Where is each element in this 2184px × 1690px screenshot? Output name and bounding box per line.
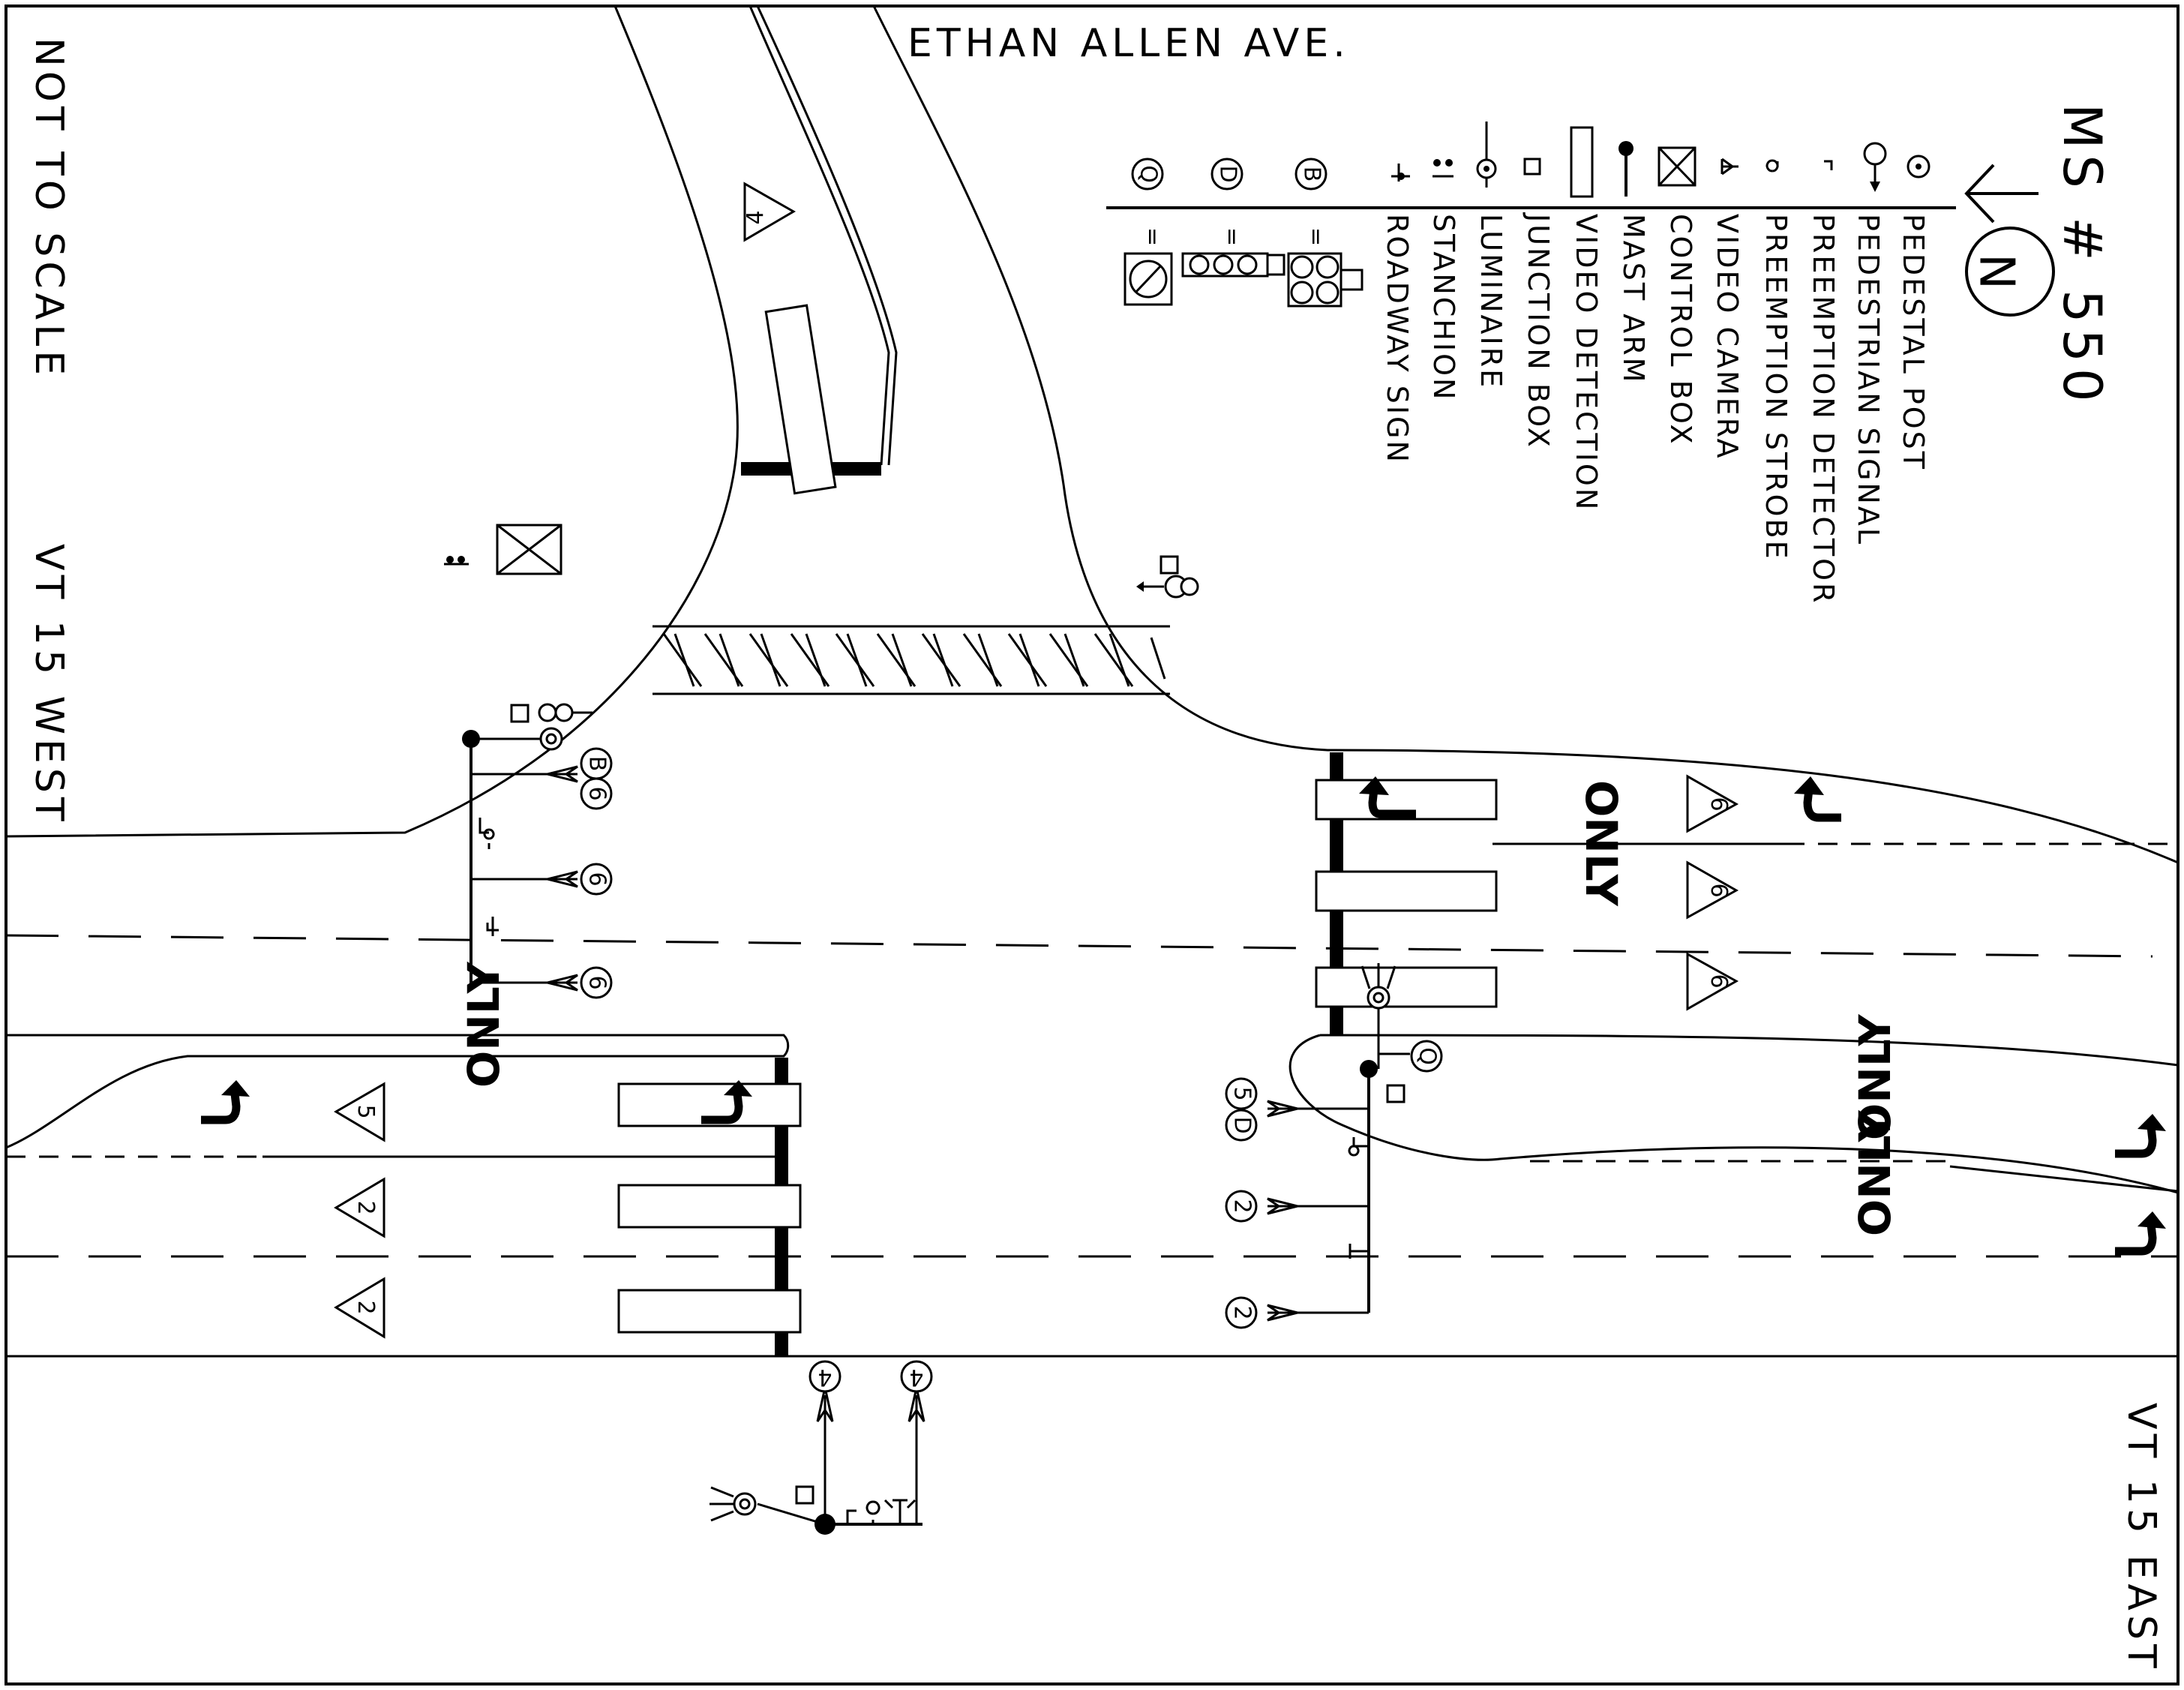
- triangle-label-2a: 2: [352, 1200, 379, 1214]
- triangle-label-5: 5: [352, 1104, 379, 1118]
- street-name-label: ETHAN ALLEN AVE.: [908, 21, 1350, 66]
- phase-4-label-b: 4: [909, 1364, 923, 1391]
- phase-triangles: 4 6 6 6 5 2 2: [334, 182, 1739, 1339]
- legend-equals-q: =: [1139, 227, 1166, 246]
- phase-6-label-c: 6: [584, 975, 610, 989]
- vt15-west-label: VT 15 WEST: [26, 544, 71, 826]
- pavement-only-markings: ONLY ONLY ONLY ONLY: [458, 780, 1900, 1236]
- nw-mast-arm: 6 6 6 B: [462, 703, 613, 999]
- triangle-label-6c: 6: [1706, 974, 1732, 988]
- signal-type-q-label: Q: [1414, 1047, 1441, 1065]
- control-box-nw: [444, 524, 562, 575]
- legend-signal-d: D: [1215, 165, 1241, 182]
- legend-label-pedestrian-signal: PEDESTRIAN SIGNAL: [1852, 214, 1885, 546]
- triangle-label-2b: 2: [352, 1300, 379, 1314]
- signal-type-d-label: D: [1229, 1116, 1256, 1133]
- only-marking-east-1: ONLY: [1850, 1013, 1900, 1140]
- legend-label-video-camera: VIDEO CAMERA: [1711, 214, 1744, 461]
- phase-6-label-b: 6: [584, 872, 610, 886]
- phase-6-label-a: 6: [584, 786, 610, 800]
- drawing-border: [4, 5, 2180, 1685]
- phase-5-label: 5: [1229, 1086, 1256, 1100]
- ms-number-label: MS # 550: [2051, 104, 2113, 408]
- legend-label-stanchion: STANCHION: [1427, 214, 1460, 401]
- legend: B D Q = = =: [1106, 122, 1956, 308]
- lane-lines: [5, 842, 2179, 1258]
- triangle-label-4: 4: [742, 210, 769, 224]
- legend-signal-q: Q: [1136, 165, 1162, 183]
- legend-equals-b: =: [1303, 227, 1329, 246]
- legend-label-roadway-sign: ROADWAY SIGN: [1381, 214, 1414, 464]
- not-to-scale-label: NOT TO SCALE: [26, 38, 71, 380]
- video-detection-zones: [617, 304, 1498, 1334]
- vt15-east-label: VT 15 EAST: [2119, 1403, 2164, 1673]
- legend-labels: PEDESTAL POST PEDESTRIAN SIGNAL PREEMPTI…: [1381, 212, 1930, 605]
- north-letter: N: [1968, 254, 2024, 290]
- triangle-label-6b: 6: [1706, 883, 1732, 897]
- legend-label-video-detection: VIDEO DETECTION: [1570, 214, 1603, 512]
- stop-bars: [741, 462, 1343, 1356]
- legend-label-preemption-strobe: PREEMPTION STROBE: [1760, 214, 1792, 561]
- legend-label-mast-arm: MAST ARM: [1617, 214, 1650, 384]
- ne-pedestal: [1136, 555, 1199, 599]
- legend-label-control-box: CONTROL BOX: [1664, 214, 1697, 446]
- only-marking-east-2: ONLY: [1850, 1109, 1900, 1236]
- phase-4-label-a: 4: [818, 1364, 832, 1391]
- south-mast-arm: 4 4: [710, 1360, 933, 1535]
- triangle-label-6a: 6: [1706, 797, 1732, 811]
- legend-label-preemption-detector: PREEMPTION DETECTOR: [1807, 214, 1840, 605]
- legend-signal-b: B: [1299, 167, 1325, 182]
- legend-label-junction-box: JUNCTION BOX: [1522, 212, 1555, 449]
- only-marking-eb: ONLY: [1576, 780, 1627, 907]
- turn-arrows: [201, 776, 2166, 1256]
- signal-type-b-label: B: [584, 756, 610, 772]
- legend-label-pedestal-post: PEDESTAL POST: [1897, 214, 1930, 471]
- phase-2-label-b: 2: [1229, 1305, 1256, 1319]
- only-marking-wb: ONLY: [458, 961, 509, 1088]
- se-mast-arm: 5 D 2 2 Q: [1225, 963, 1443, 1329]
- phase-2-label-a: 2: [1229, 1199, 1256, 1213]
- legend-equals-d: =: [1219, 227, 1245, 246]
- legend-label-luminaire: LUMINAIRE: [1474, 214, 1508, 389]
- north-arrow: N: [1964, 164, 2055, 317]
- crosswalk-hatch: [652, 625, 1170, 695]
